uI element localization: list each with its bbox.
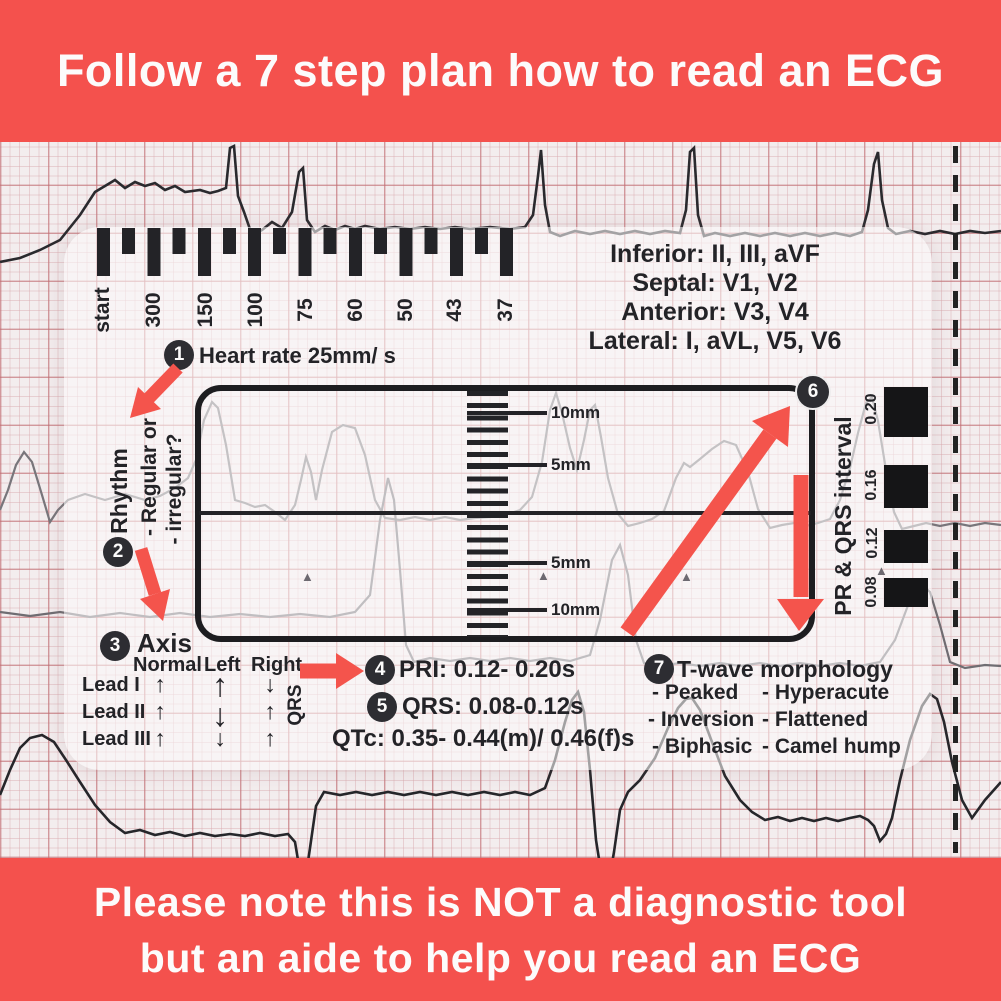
top-banner: Follow a 7 step plan how to read an ECG bbox=[0, 0, 1001, 142]
lead-region-inferior: Inferior: II, III, aVF bbox=[610, 240, 820, 268]
lead-regions-list: Inferior: II, III, aVF Septal: V1, V2 An… bbox=[565, 240, 865, 356]
bottom-banner-line1: Please note this is NOT a diagnostic too… bbox=[93, 878, 908, 925]
heart-rate-scale-label: 60 bbox=[344, 298, 367, 322]
twave-item: - Inversion bbox=[648, 708, 755, 731]
step-2-badge: 2 bbox=[103, 537, 133, 567]
interval-scale-title: PR & QRS interval bbox=[830, 416, 856, 616]
twave-item: - Camel hump bbox=[762, 735, 901, 758]
step-2-option-regular: - Regular or bbox=[138, 418, 161, 536]
interval-tick-label: 0.12 bbox=[864, 527, 881, 559]
bottom-banner-line2: but an aide to help you read an ECG bbox=[139, 934, 862, 981]
axis-row-lead3-label: Lead III bbox=[82, 728, 151, 750]
step-1-number: 1 bbox=[173, 344, 185, 365]
amplitude-label: 5mm bbox=[551, 553, 591, 572]
amplitude-label: 5mm bbox=[551, 455, 591, 474]
axis-arrow-icon: ↑ bbox=[154, 698, 166, 724]
step-7-title: T-wave morphology bbox=[677, 656, 893, 682]
amplitude-tick-10mm-down bbox=[467, 608, 547, 612]
lead-region-lateral: Lateral: I, aVL, V5, V6 bbox=[588, 327, 842, 355]
twave-item: - Biphasic bbox=[652, 735, 753, 758]
step-6-number: 6 bbox=[807, 381, 819, 402]
heart-rate-scale-label: 43 bbox=[443, 298, 466, 322]
interval-tick-label: 0.16 bbox=[863, 469, 880, 501]
step-2-option-irregular: - irregular? bbox=[163, 433, 186, 545]
calibration-marker-icon: ▲ bbox=[680, 569, 693, 584]
step-7-number: 7 bbox=[653, 658, 665, 679]
amplitude-ladder bbox=[467, 391, 508, 637]
amplitude-tick-5mm-up bbox=[467, 463, 547, 467]
axis-arrow-icon: ↑ bbox=[212, 667, 228, 703]
qrs-rotated-label: QRS bbox=[285, 684, 306, 726]
amplitude-label: 10mm bbox=[551, 600, 601, 619]
axis-row-lead2-label: Lead II bbox=[82, 701, 146, 723]
step-1-badge: 1 bbox=[164, 340, 194, 370]
axis-arrow-icon: ↑ bbox=[154, 725, 166, 751]
lead-region-septal: Septal: V1, V2 bbox=[632, 269, 798, 297]
step-4-label: PRI: 0.12- 0.20s bbox=[399, 656, 576, 683]
dashed-edge-line bbox=[953, 146, 958, 853]
lead-region-anterior: Anterior: V3, V4 bbox=[621, 298, 809, 326]
amplitude-label: 10mm bbox=[551, 403, 601, 422]
step-5-badge: 5 bbox=[367, 692, 397, 722]
step-5-label: QRS: 0.08-0.12s bbox=[402, 693, 584, 720]
step-7-badge: 7 bbox=[644, 654, 674, 684]
step-2-number: 2 bbox=[112, 541, 124, 562]
step-3-badge: 3 bbox=[100, 631, 130, 661]
interval-scale-block bbox=[884, 578, 928, 607]
top-banner-text: Follow a 7 step plan how to read an ECG bbox=[56, 45, 945, 96]
step-3-number: 3 bbox=[109, 635, 121, 656]
heart-rate-scale-label: 75 bbox=[294, 298, 317, 322]
interval-tick-label: 0.20 bbox=[863, 393, 880, 425]
axis-arrow-icon: ↑ bbox=[264, 698, 276, 724]
heart-rate-scale-label: 300 bbox=[142, 292, 165, 328]
interval-scale-block bbox=[884, 465, 928, 508]
amplitude-tick-10mm-up bbox=[467, 411, 547, 415]
amplitude-tick-5mm-down bbox=[467, 561, 547, 565]
interval-tick-label: 0.08 bbox=[863, 576, 880, 608]
axis-arrow-icon: ↓ bbox=[214, 725, 226, 751]
axis-arrow-icon: ↓ bbox=[212, 697, 228, 733]
bottom-banner: Please note this is NOT a diagnostic too… bbox=[0, 858, 1001, 1001]
qtc-label: QTc: 0.35- 0.44(m)/ 0.46(f)s bbox=[332, 725, 635, 752]
axis-column-normal: Normal bbox=[133, 654, 202, 676]
measurement-window-frame bbox=[195, 385, 815, 642]
interval-scale-block bbox=[884, 387, 928, 437]
heart-rate-scale-label: 150 bbox=[194, 292, 217, 328]
calibration-marker-icon: ▲ bbox=[875, 563, 888, 578]
heart-rate-scale-label: 100 bbox=[244, 292, 267, 328]
twave-item: - Flattened bbox=[762, 708, 869, 731]
heart-rate-ticks-minor bbox=[122, 228, 488, 254]
step-2-title: Rhythm bbox=[106, 448, 132, 534]
calibration-marker-icon: ▲ bbox=[537, 568, 550, 583]
axis-arrow-icon: ↑ bbox=[154, 671, 166, 697]
axis-arrow-icon: ↓ bbox=[264, 671, 276, 697]
step-6-badge: 6 bbox=[795, 374, 831, 410]
heart-rate-scale-label: start bbox=[91, 287, 114, 333]
twave-item: - Hyperacute bbox=[762, 681, 890, 704]
twave-item: - Peaked bbox=[652, 681, 739, 704]
interval-scale-block bbox=[884, 530, 928, 563]
axis-column-left: Left bbox=[204, 654, 241, 676]
axis-column-right: Right bbox=[251, 654, 303, 676]
heart-rate-scale-label: 50 bbox=[394, 298, 417, 322]
step-4-number: 4 bbox=[374, 659, 386, 680]
step-4-badge: 4 bbox=[365, 655, 395, 685]
axis-arrow-icon: ↑ bbox=[264, 725, 276, 751]
step-1-label: Heart rate 25mm/ s bbox=[199, 343, 396, 368]
step-5-number: 5 bbox=[376, 696, 388, 717]
heart-rate-scale-label: 37 bbox=[494, 298, 517, 322]
axis-row-lead1-label: Lead I bbox=[82, 674, 140, 696]
step-3-title: Axis bbox=[137, 628, 192, 658]
calibration-marker-icon: ▲ bbox=[301, 569, 314, 584]
